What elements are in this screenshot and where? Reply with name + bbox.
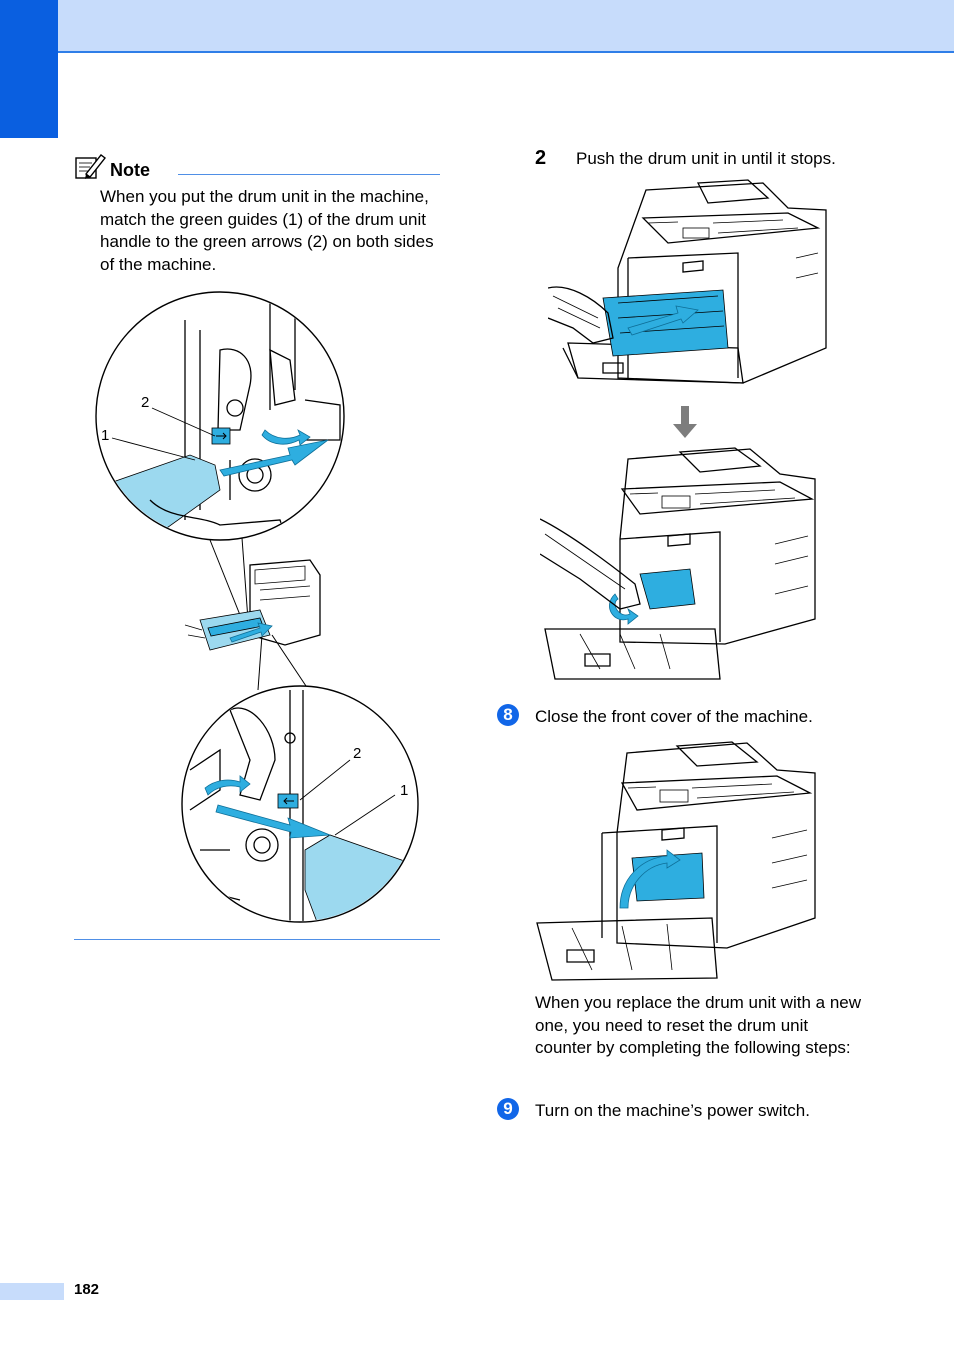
callout-bottom-1: 1: [400, 782, 408, 799]
step-9-text: Turn on the machine’s power switch.: [535, 1101, 810, 1120]
reset-counter-paragraph: When you replace the drum unit with a ne…: [535, 993, 862, 1057]
step-2-text: Push the drum unit in until it stops.: [576, 149, 836, 168]
note-bottom-rule: [74, 939, 440, 940]
note-top-rule: [178, 174, 440, 175]
note-header: Note: [74, 152, 440, 182]
callout-bottom-2: 2: [353, 745, 361, 762]
page-number-tab: [0, 1283, 64, 1300]
close-cover-illustration: [536, 741, 816, 981]
step-8-badge: 8: [497, 704, 519, 726]
step-8-text: Close the front cover of the machine.: [535, 707, 813, 726]
push-drum-illustration-1: [548, 179, 827, 384]
note-text: When you put the drum unit in the machin…: [100, 187, 434, 274]
callout-top-1: 1: [101, 427, 109, 444]
bottom-magnified-view: 2 1: [181, 685, 419, 923]
note-box: Note: [74, 152, 440, 182]
header-band: [58, 0, 954, 53]
page-number: 182: [74, 1281, 100, 1298]
push-drum-illustration-2: [540, 447, 816, 680]
small-machine: [184, 559, 321, 651]
top-magnified-view: 2 1: [95, 291, 345, 541]
note-pencil-icon: [75, 154, 106, 179]
callout-top-2: 2: [141, 394, 149, 411]
down-arrow-icon: [673, 406, 697, 438]
step-9-badge: 9: [497, 1098, 519, 1120]
step-2-number: 2: [535, 147, 547, 169]
note-title: Note: [110, 160, 150, 180]
drum-guide-illustration: 2 1 2: [95, 291, 419, 923]
chapter-tab: [0, 0, 58, 138]
